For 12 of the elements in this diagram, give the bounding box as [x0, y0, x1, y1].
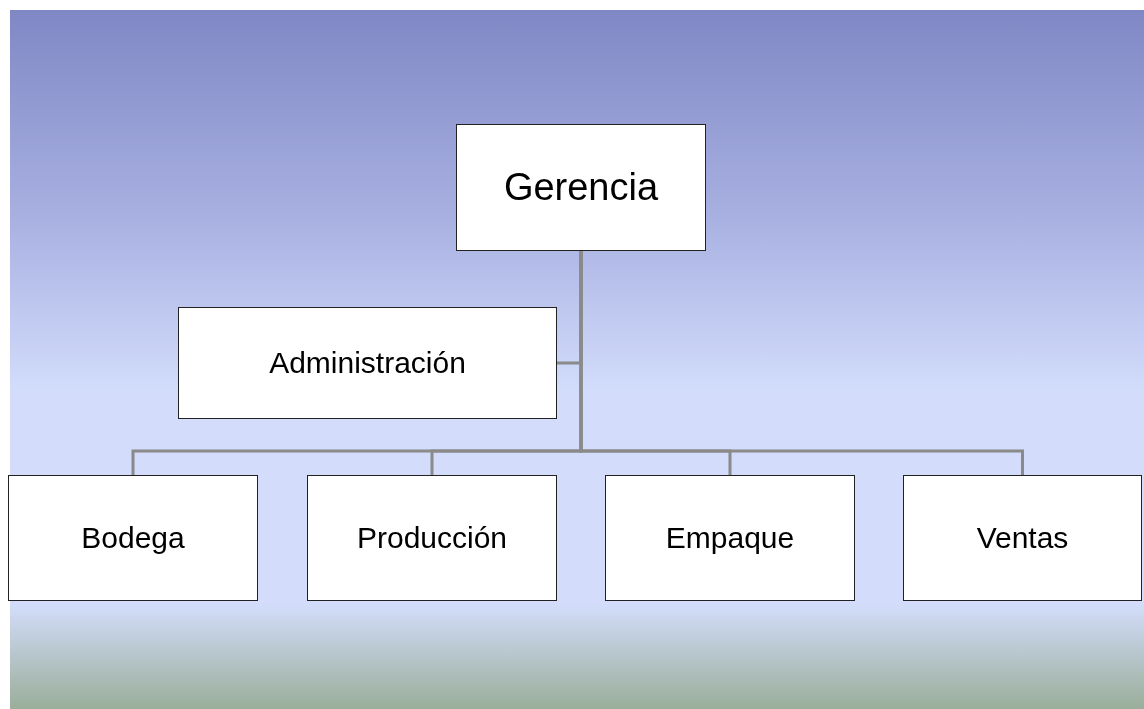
org-box — [178, 307, 557, 419]
box-label: Empaque — [665, 521, 795, 555]
org-box — [903, 475, 1142, 601]
org-box — [307, 475, 557, 601]
box-label: Gerencia — [503, 166, 659, 209]
org-box — [8, 475, 258, 601]
org-box — [456, 124, 706, 251]
org-box — [605, 475, 855, 601]
box-label: Producción — [356, 521, 508, 555]
box-label: Bodega — [81, 521, 185, 555]
box-label: Administración — [269, 346, 466, 380]
box-label: Ventas — [976, 521, 1069, 555]
